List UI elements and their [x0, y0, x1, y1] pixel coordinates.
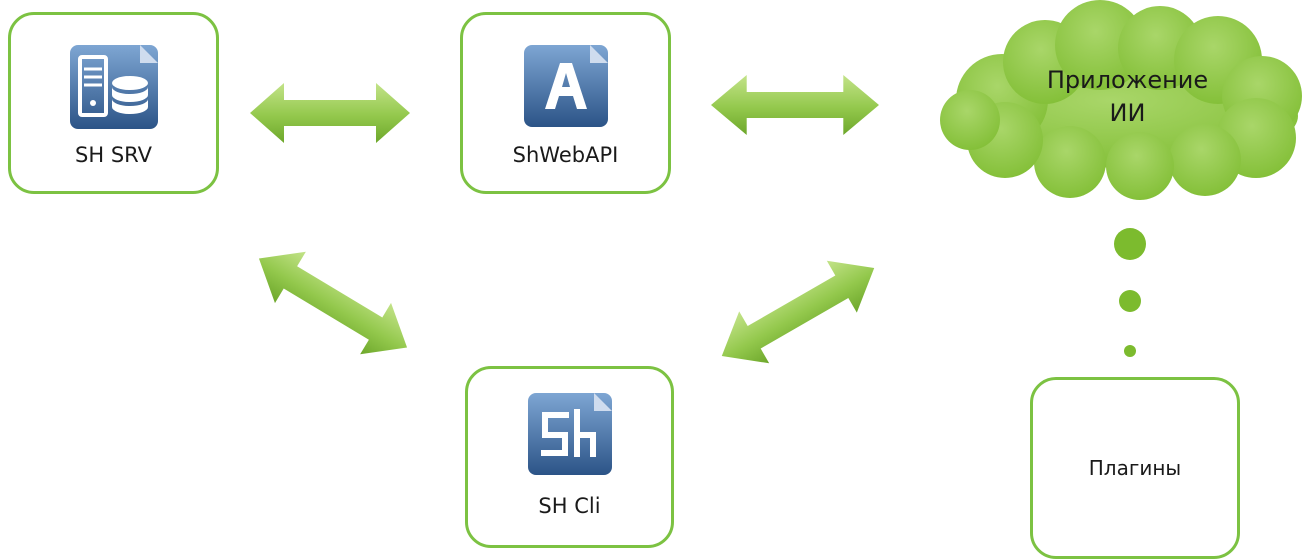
arrow-srv-webapi	[250, 83, 410, 143]
ellipsis-dot-medium	[1119, 290, 1141, 312]
shwebapi-label: ShWebAPI	[512, 143, 619, 167]
ellipsis-dot-small	[1124, 345, 1136, 357]
sh-client-app-icon	[527, 393, 612, 475]
plugins-node: Плагины	[1030, 377, 1240, 559]
shwebapi-node: ShWebAPI	[460, 12, 671, 194]
sh-srv-node: SH SRV	[8, 12, 219, 194]
server-database-icon	[69, 45, 158, 129]
ai-application-label-line1: Приложение	[1046, 66, 1209, 94]
letter-a-app-icon	[523, 45, 608, 127]
ai-application-cloud	[940, 0, 1302, 200]
ellipsis-dot-large	[1114, 228, 1146, 260]
arrow-cloud-cli	[706, 242, 890, 382]
arrow-webapi-cloud	[711, 75, 879, 135]
sh-cli-node: SH Cli	[465, 366, 674, 548]
ai-application-label: Приложение ИИ	[985, 64, 1270, 130]
ai-application-label-line2: ИИ	[1109, 99, 1146, 127]
sh-cli-label: SH Cli	[538, 494, 601, 518]
arrow-srv-cli	[243, 232, 423, 374]
sh-srv-label: SH SRV	[75, 143, 152, 167]
plugins-label: Плагины	[1088, 456, 1182, 480]
